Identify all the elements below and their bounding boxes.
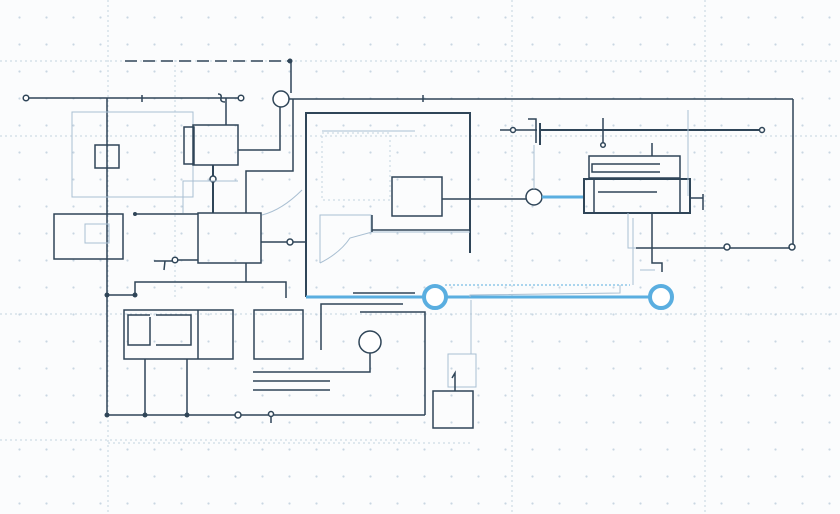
inner-box (84, 223, 110, 244)
wire (651, 213, 663, 272)
main-bus (29, 93, 794, 245)
component-box (192, 124, 239, 166)
relay-switch (500, 118, 766, 145)
light-wire (469, 285, 621, 297)
component-box (391, 176, 443, 217)
light-curve-wire (319, 214, 470, 264)
node-circle (525, 188, 543, 206)
terminal-node (22, 94, 30, 102)
terminal-node (723, 243, 731, 251)
junction-dot (104, 292, 110, 298)
highlight-node (422, 284, 448, 310)
junction-dot (104, 412, 110, 418)
component-box (588, 155, 681, 179)
terminal-node (237, 94, 245, 102)
controller-box (197, 212, 262, 264)
wire (253, 353, 371, 373)
terminal-node (286, 238, 294, 246)
wire (360, 311, 426, 415)
component-box (94, 144, 120, 169)
indicator-circle (358, 330, 382, 354)
wire (451, 370, 456, 391)
inner-box (127, 314, 151, 346)
junction-dot (184, 412, 190, 418)
wire (245, 99, 294, 213)
light-component-box (447, 353, 477, 388)
cylinder-component (583, 178, 691, 214)
component-box (123, 309, 234, 360)
meter-circle (272, 90, 290, 108)
light-wire (627, 213, 640, 249)
terminal-node (234, 411, 242, 419)
main-enclosure (305, 112, 471, 297)
terminal-node (788, 243, 796, 251)
terminal-node (267, 410, 275, 418)
component-box (253, 309, 304, 360)
junction-dot (142, 412, 148, 418)
junction-dot (132, 292, 138, 298)
inner-box (156, 314, 192, 346)
wire (320, 303, 403, 350)
wire (134, 281, 287, 298)
light-enclosure (71, 111, 194, 198)
dotted-region (321, 132, 391, 201)
wire (591, 163, 660, 173)
light-curve (261, 189, 303, 216)
switch-symbol (154, 256, 198, 271)
component-box (432, 390, 474, 429)
terminal-node (599, 141, 607, 149)
light-wire (182, 180, 238, 213)
component-box (53, 213, 124, 260)
junction-dot (133, 212, 137, 216)
wire (238, 107, 281, 151)
component-side-box (183, 126, 195, 165)
highlight-node (648, 284, 674, 310)
